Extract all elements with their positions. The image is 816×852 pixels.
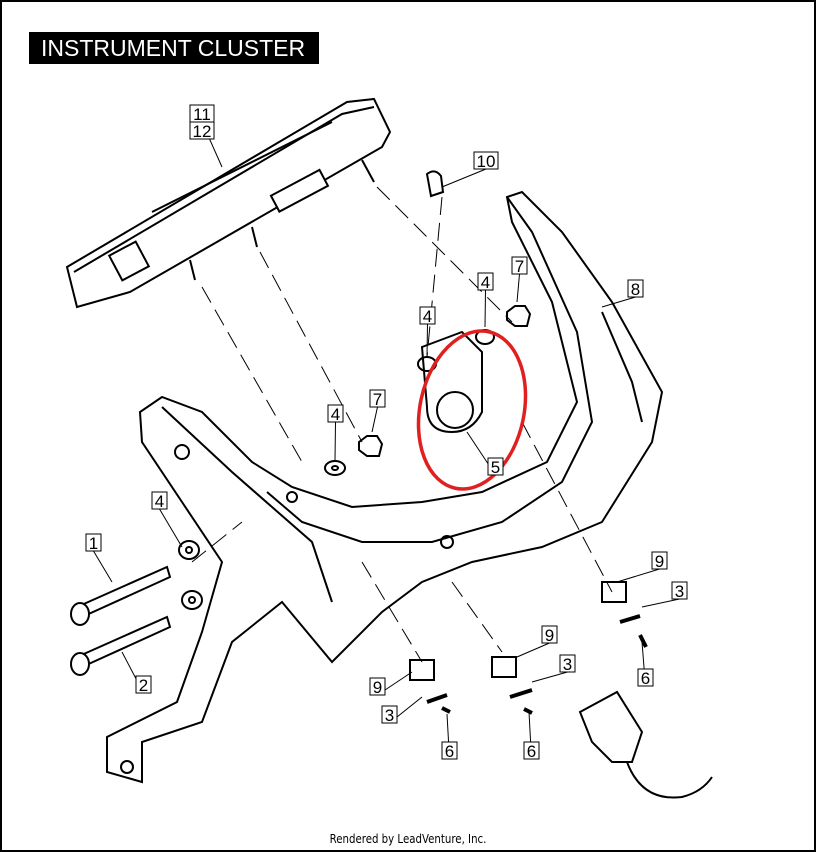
callout-box bbox=[541, 625, 558, 644]
callout-box bbox=[381, 705, 398, 724]
highlight-circle bbox=[416, 329, 528, 491]
callout-box bbox=[511, 256, 528, 275]
callout-label: 6 bbox=[641, 669, 650, 688]
callout-4[interactable]: 4 bbox=[477, 272, 494, 328]
leader-line bbox=[641, 598, 680, 608]
callout-label: 11 bbox=[193, 105, 211, 124]
callout-label: 2 bbox=[139, 676, 148, 695]
callout-4[interactable]: 4 bbox=[327, 404, 344, 461]
leader-line bbox=[334, 421, 336, 461]
callout-9[interactable]: 9 bbox=[616, 551, 668, 583]
callout-box bbox=[473, 151, 499, 170]
callout-10[interactable]: 10 bbox=[441, 151, 499, 188]
mounting-bracket-part[interactable] bbox=[106, 190, 664, 784]
callout-box bbox=[327, 404, 344, 423]
callout-label: 10 bbox=[477, 152, 496, 171]
leader-line bbox=[426, 323, 428, 358]
callout-label: 4 bbox=[481, 273, 490, 292]
callout-2[interactable]: 2 bbox=[121, 651, 152, 695]
callout-label: 4 bbox=[423, 307, 432, 326]
callout-3[interactable]: 3 bbox=[381, 696, 423, 725]
callout-8[interactable]: 8 bbox=[601, 279, 644, 308]
leader-line bbox=[516, 642, 550, 658]
leader-line bbox=[516, 273, 520, 303]
callout-4[interactable]: 4 bbox=[151, 491, 183, 548]
diagram-title: INSTRUMENT CLUSTER bbox=[29, 32, 320, 64]
callout-4[interactable]: 4 bbox=[419, 306, 436, 358]
callout-3[interactable]: 3 bbox=[641, 581, 688, 608]
callout-6[interactable]: 6 bbox=[637, 641, 654, 688]
callout-label: 3 bbox=[385, 706, 394, 725]
leader-line bbox=[441, 168, 487, 188]
callout-box bbox=[441, 741, 458, 760]
callout-box bbox=[651, 551, 668, 570]
callout-9[interactable]: 9 bbox=[369, 671, 413, 697]
footer-credit: Rendered by LeadVenture, Inc. bbox=[329, 832, 487, 846]
callout-7[interactable]: 7 bbox=[369, 389, 386, 433]
callout-6[interactable]: 6 bbox=[441, 713, 458, 761]
callout-7[interactable]: 7 bbox=[511, 256, 528, 303]
callout-label: 9 bbox=[373, 678, 382, 697]
callout-label: 3 bbox=[675, 582, 684, 601]
callout-1[interactable]: 1 bbox=[85, 533, 113, 583]
callout-3[interactable]: 3 bbox=[531, 654, 576, 683]
leader-line bbox=[371, 406, 378, 433]
callout-box bbox=[135, 675, 152, 694]
grommet-parts[interactable] bbox=[409, 581, 648, 715]
callout-label: 7 bbox=[515, 257, 524, 276]
leader-line bbox=[601, 296, 636, 308]
callout-label: 3 bbox=[563, 655, 572, 674]
callout-label: 6 bbox=[445, 742, 454, 761]
callout-box bbox=[487, 457, 504, 476]
callout-box bbox=[369, 389, 386, 408]
callout-box bbox=[627, 279, 644, 298]
callout-6[interactable]: 6 bbox=[523, 711, 540, 761]
screw-parts[interactable] bbox=[70, 565, 172, 676]
callout-9[interactable]: 9 bbox=[516, 625, 558, 658]
callout-box bbox=[477, 272, 494, 291]
connector-part[interactable] bbox=[578, 690, 713, 799]
callout-label: 6 bbox=[527, 742, 536, 761]
callout-box bbox=[559, 654, 576, 673]
callout-label: 8 bbox=[631, 280, 640, 299]
callout-label: 5 bbox=[491, 458, 500, 477]
callout-label: 9 bbox=[545, 626, 554, 645]
callout-box bbox=[151, 491, 168, 510]
callout-11[interactable]: 11 bbox=[189, 104, 223, 168]
callout-box bbox=[523, 741, 540, 760]
callout-box bbox=[419, 306, 436, 325]
callout-label: 9 bbox=[655, 552, 664, 571]
leader-line bbox=[484, 289, 486, 328]
callout-label: 1 bbox=[89, 534, 98, 553]
callout-box bbox=[637, 668, 654, 687]
callout-label: 4 bbox=[331, 405, 340, 424]
washer-parts[interactable] bbox=[178, 329, 495, 610]
callout-label: 4 bbox=[155, 492, 164, 511]
callout-box bbox=[189, 121, 215, 140]
leader-line bbox=[159, 508, 183, 548]
callout-12[interactable]: 12 bbox=[189, 121, 215, 141]
callout-label: 7 bbox=[373, 390, 382, 409]
callout-5[interactable]: 5 bbox=[466, 431, 504, 477]
instrument-cluster-part[interactable] bbox=[65, 97, 392, 309]
leader-line bbox=[616, 568, 660, 583]
callout-box bbox=[671, 581, 688, 600]
screw-10-part[interactable] bbox=[425, 170, 445, 198]
assembly-lines bbox=[191, 186, 613, 663]
callout-box bbox=[369, 677, 386, 696]
callout-box bbox=[85, 533, 102, 552]
leader-line bbox=[531, 671, 568, 683]
nut-parts[interactable] bbox=[358, 305, 532, 457]
callout-label: 12 bbox=[193, 122, 212, 141]
leader-line bbox=[93, 550, 113, 583]
